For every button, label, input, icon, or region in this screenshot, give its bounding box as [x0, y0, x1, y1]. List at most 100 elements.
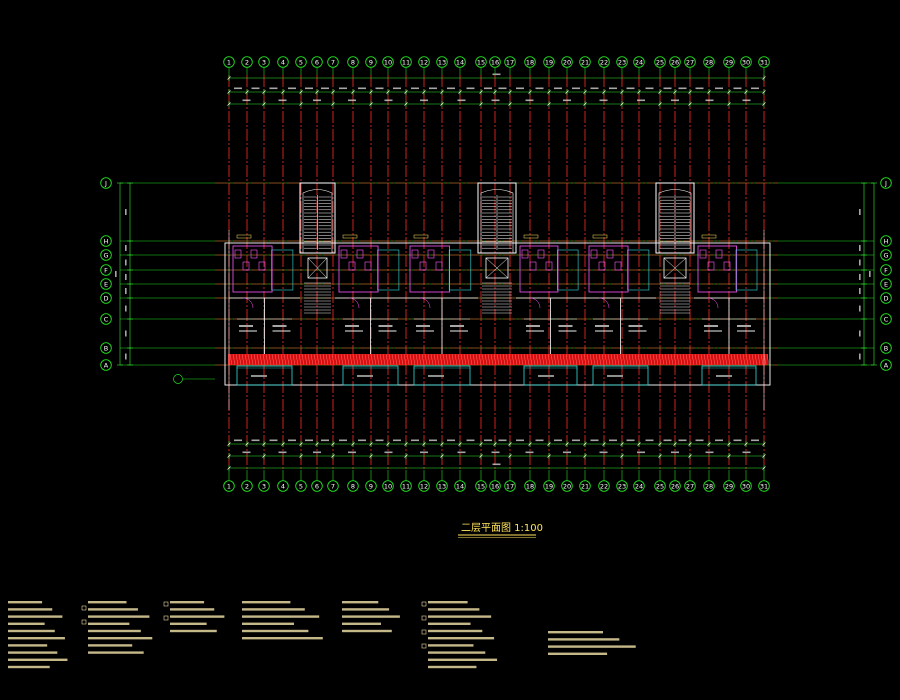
- dim-top-bays-slash: [404, 102, 408, 106]
- dim-top-axes-slash: [637, 90, 641, 94]
- dim-bottom-bays-slash: [688, 454, 692, 458]
- dim-bottom-bays-value-mark: [420, 451, 428, 454]
- slab-hatch: [703, 353, 707, 366]
- slab-hatch: [433, 353, 437, 366]
- note-line: [8, 615, 63, 618]
- dim-top-bays-value-mark: [525, 99, 534, 102]
- dim-bottom-bays-value-mark: [384, 451, 393, 454]
- dim-top-axes-value-mark: [429, 87, 437, 90]
- dim-bottom-openings-value-mark: [554, 439, 562, 442]
- slab-hatch: [490, 353, 494, 366]
- dim-top-bays-slash: [331, 102, 335, 106]
- dim-top-bays-value-mark: [705, 99, 714, 102]
- dim-left-axes-value-mark: [125, 259, 127, 266]
- balcony-label-mark: [428, 375, 444, 377]
- dim-bottom-bays-slash: [331, 454, 335, 458]
- column-bubble-bottom-3-label: 3: [262, 482, 266, 490]
- dim-bottom-openings-value-mark: [447, 439, 455, 442]
- dim-top-axes-slash: [707, 90, 711, 94]
- dim-top-axes-slash: [493, 90, 497, 94]
- room-area-mark: [272, 330, 291, 332]
- dim-top-axes-slash: [762, 90, 766, 94]
- column-bubble-top-31-label: 31: [760, 58, 768, 66]
- slab-hatch: [553, 353, 557, 366]
- column-bubble-top-25: 25: [654, 56, 666, 68]
- room-area-mark: [526, 330, 544, 332]
- note-line: [8, 622, 45, 625]
- column-bubble-top-17: 17: [504, 56, 516, 68]
- dim-bottom-openings-slash: [688, 442, 692, 446]
- slab-hatch: [394, 353, 398, 366]
- slab-hatch: [631, 353, 635, 366]
- note-line: [242, 622, 294, 625]
- slab-hatch: [277, 353, 281, 366]
- slab-hatch: [598, 353, 602, 366]
- dim-top-bays-slash: [547, 102, 551, 106]
- slab-hatch: [580, 353, 584, 366]
- slab-hatch: [661, 353, 665, 366]
- dim-right-axes-value-mark: [859, 353, 861, 360]
- slab-hatch: [550, 353, 554, 366]
- wet-area-outline: [588, 245, 629, 293]
- slab-hatch: [313, 353, 317, 366]
- row-bubble-right-G-circle: [880, 249, 892, 261]
- slab-hatch: [463, 353, 467, 366]
- slab-hatch: [247, 353, 251, 366]
- slab-hatch: [358, 353, 362, 366]
- dim-bottom-openings-slash: [458, 442, 462, 446]
- note-line: [428, 637, 495, 640]
- wet-area-outline: [519, 245, 559, 293]
- note-line: [428, 601, 468, 604]
- dim-bottom-overall-value-mark: [492, 463, 501, 466]
- balcony-outline: [592, 365, 649, 386]
- slab-hatch: [715, 353, 719, 366]
- fixture: [715, 249, 723, 259]
- dim-top-bays-value-mark: [599, 99, 608, 102]
- column-bubble-top-8: 8: [347, 56, 359, 68]
- room-label-mark: [558, 325, 573, 327]
- dim-bottom-openings-value-mark: [429, 439, 437, 442]
- door-swing: [598, 297, 610, 309]
- room-label-mark: [628, 325, 643, 327]
- column-bubble-bottom-11-label: 11: [402, 482, 410, 490]
- column-bubble-bottom-24-label: 24: [635, 482, 643, 490]
- column-bubble-top-13: 13: [436, 56, 448, 68]
- dim-bottom-openings-slash: [565, 442, 569, 446]
- stair-enclosure: [655, 182, 695, 254]
- column-bubble-top-10: 10: [382, 56, 394, 68]
- slab-hatch: [508, 353, 512, 366]
- column-bubble-bottom-7-label: 7: [331, 482, 335, 490]
- note-line: [8, 658, 68, 661]
- column-bubble-bottom-25: 25: [654, 480, 666, 492]
- row-bubble-right-A-circle: [880, 359, 892, 371]
- dim-bottom-bays-slash: [762, 454, 766, 458]
- fixture: [250, 249, 258, 259]
- column-bubble-top-3-label: 3: [262, 58, 266, 66]
- dim-bottom-bays-slash: [404, 454, 408, 458]
- column-bubble-top-15-label: 15: [477, 58, 485, 66]
- row-bubble-right-D: D: [880, 292, 892, 304]
- row-bubble-left-J-circle: [100, 177, 112, 189]
- dim-top-bays-slash: [262, 102, 266, 106]
- dim-top-axes-slash: [673, 90, 677, 94]
- dim-bottom-bays-value-mark: [705, 451, 714, 454]
- slab-hatch: [397, 353, 401, 366]
- column-bubble-top-13-label: 13: [438, 58, 446, 66]
- row-bubble-right-J: J: [880, 177, 892, 189]
- note-line: [88, 622, 130, 625]
- column-bubble-top-29: 29: [723, 56, 735, 68]
- column-bubble-top-4-label: 4: [281, 58, 285, 66]
- column-bubble-top-15: 15: [475, 56, 487, 68]
- slab-hatch: [241, 353, 245, 366]
- slab-hatch: [346, 353, 350, 366]
- dim-top-axes-slash: [602, 90, 606, 94]
- column-bubble-top-19-label: 19: [545, 58, 553, 66]
- room-outline-cyan: [271, 249, 294, 291]
- slab-hatch: [526, 353, 530, 366]
- dim-top-bays-value-mark: [457, 99, 466, 102]
- dim-bottom-openings-value-mark: [411, 439, 419, 442]
- column-bubble-bottom-19: 19: [543, 480, 555, 492]
- column-bubble-top-20: 20: [561, 56, 573, 68]
- slab-hatch: [466, 353, 470, 366]
- dim-bottom-bays-value-mark: [348, 451, 356, 454]
